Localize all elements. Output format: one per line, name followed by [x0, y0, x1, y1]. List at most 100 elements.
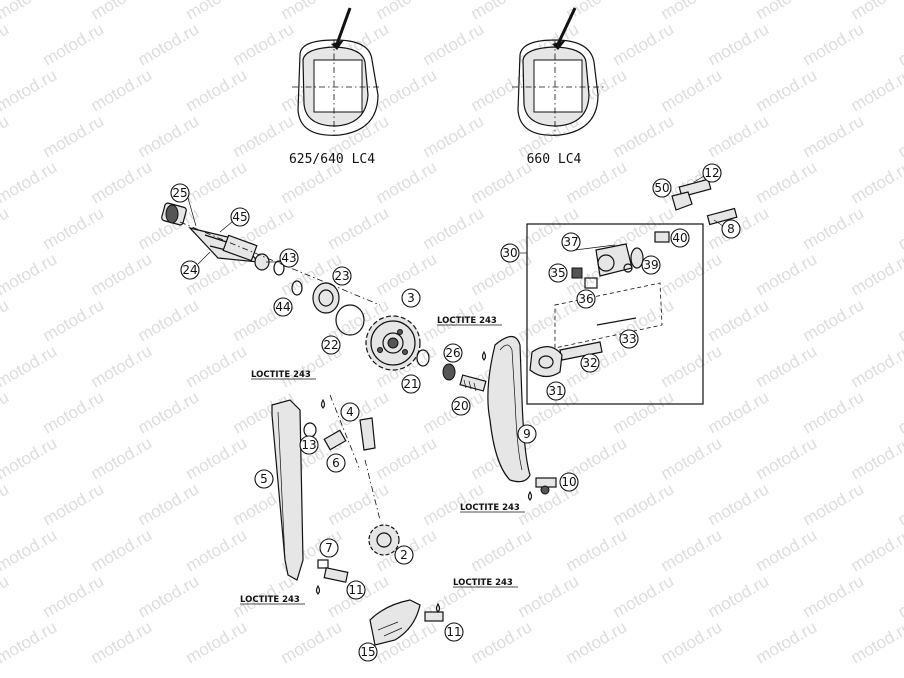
- loctite-drops: [315, 350, 533, 613]
- watermark-text: motod.ru: [0, 65, 60, 115]
- watermark-text: motod.ru: [0, 157, 60, 207]
- bolt-lower-left: [323, 567, 349, 583]
- svg-text:2: 2: [400, 548, 408, 562]
- callout: 33: [619, 329, 639, 349]
- svg-text:32: 32: [582, 356, 597, 370]
- svg-text:10: 10: [561, 475, 576, 489]
- watermark-text: motod.ru: [0, 571, 12, 621]
- svg-text:44: 44: [275, 300, 290, 314]
- callout: 8: [721, 219, 741, 239]
- svg-text:20: 20: [453, 399, 468, 413]
- svg-text:12: 12: [704, 166, 719, 180]
- loctite-label: LOCTITE 243: [240, 595, 300, 605]
- callout: 9: [517, 424, 537, 444]
- callout: 20: [451, 396, 471, 416]
- callout: 30: [500, 243, 520, 263]
- callout: 36: [576, 289, 596, 309]
- watermark-text: motod.ru: [88, 525, 156, 575]
- watermark-text: motod.ru: [40, 571, 108, 621]
- bolt-lower-right: [424, 611, 444, 622]
- callout: 21: [401, 374, 421, 394]
- svg-text:11: 11: [446, 625, 461, 639]
- watermark-text: motod.ru: [753, 157, 821, 207]
- callout: 3: [401, 288, 421, 308]
- watermark-text: motod.ru: [705, 387, 773, 437]
- watermark-text: motod.ru: [753, 617, 821, 667]
- watermark-text: motod.ru: [705, 571, 773, 621]
- cam-profile-left: [292, 7, 382, 136]
- watermark-text: motod.ru: [230, 111, 298, 161]
- watermark-text: motod.ru: [0, 203, 12, 253]
- svg-text:39: 39: [643, 258, 658, 272]
- watermark-text: motod.ru: [88, 341, 156, 391]
- caption-right-cam: 660 LC4: [527, 152, 582, 167]
- watermark-text: motod.ru: [0, 0, 60, 23]
- callout: 11: [444, 622, 464, 642]
- tensioner-group-box: [526, 223, 704, 405]
- watermark-text: motod.ru: [705, 19, 773, 69]
- watermark-text: motod.ru: [658, 65, 726, 115]
- svg-text:31: 31: [548, 384, 563, 398]
- svg-text:24: 24: [182, 263, 197, 277]
- watermark-text: motod.ru: [610, 387, 678, 437]
- watermark-text: motod.ru: [658, 617, 726, 667]
- callout: 45: [230, 207, 250, 227]
- svg-text:15: 15: [360, 645, 375, 659]
- watermark-text: motod.ru: [705, 479, 773, 529]
- watermark-text: motod.ru: [895, 203, 904, 253]
- watermark-text: motod.ru: [0, 341, 60, 391]
- callout: 2: [394, 545, 414, 565]
- svg-text:7: 7: [325, 541, 333, 555]
- svg-text:11: 11: [348, 583, 363, 597]
- loctite-label: LOCTITE 243: [453, 578, 513, 588]
- watermark-text: motod.ru: [753, 433, 821, 483]
- watermark-text: motod.ru: [0, 249, 60, 299]
- watermark-text: motod.ru: [800, 479, 868, 529]
- lower-guide: [369, 599, 421, 646]
- watermark-text: motod.ru: [705, 295, 773, 345]
- callout: 37: [561, 232, 581, 252]
- svg-text:4: 4: [346, 405, 354, 419]
- callout: 12: [702, 163, 722, 183]
- svg-text:35: 35: [550, 266, 565, 280]
- watermark-text: motod.ru: [895, 479, 904, 529]
- watermark-text: motod.ru: [895, 295, 904, 345]
- watermark-text: motod.ru: [610, 479, 678, 529]
- watermark-text: motod.ru: [800, 387, 868, 437]
- watermark-text: motod.ru: [40, 295, 108, 345]
- callout: 44: [273, 297, 293, 317]
- watermark-text: motod.ru: [135, 111, 203, 161]
- watermark-text: motod.ru: [610, 111, 678, 161]
- svg-text:25: 25: [172, 186, 187, 200]
- watermark-text: motod.ru: [40, 19, 108, 69]
- screw: [323, 429, 347, 451]
- callout: 39: [641, 255, 661, 275]
- watermark-text: motod.ru: [420, 111, 488, 161]
- watermark-text: motod.ru: [895, 571, 904, 621]
- watermark-text: motod.ru: [0, 387, 12, 437]
- watermark-text: motod.ru: [468, 157, 536, 207]
- callout: 7: [319, 538, 339, 558]
- callout: 25: [170, 183, 190, 203]
- watermark-text: motod.ru: [0, 111, 12, 161]
- loctite-label: LOCTITE 243: [251, 370, 311, 380]
- callout: 35: [548, 263, 568, 283]
- svg-text:5: 5: [260, 472, 268, 486]
- svg-text:13: 13: [301, 438, 316, 452]
- svg-text:9: 9: [523, 427, 531, 441]
- watermark-text: motod.ru: [373, 433, 441, 483]
- svg-text:33: 33: [621, 332, 636, 346]
- watermark-text: motod.ru: [753, 341, 821, 391]
- svg-text:43: 43: [281, 251, 296, 265]
- watermark-text: motod.ru: [278, 617, 346, 667]
- caption-left-cam: 625/640 LC4: [289, 152, 375, 167]
- spacer: [317, 559, 329, 569]
- callout: 15: [358, 642, 378, 662]
- callout: 4: [340, 402, 360, 422]
- watermark-text: motod.ru: [563, 617, 631, 667]
- watermark-text: motod.ru: [468, 525, 536, 575]
- callout: 26: [443, 343, 463, 363]
- watermark-text: motod.ru: [848, 65, 904, 115]
